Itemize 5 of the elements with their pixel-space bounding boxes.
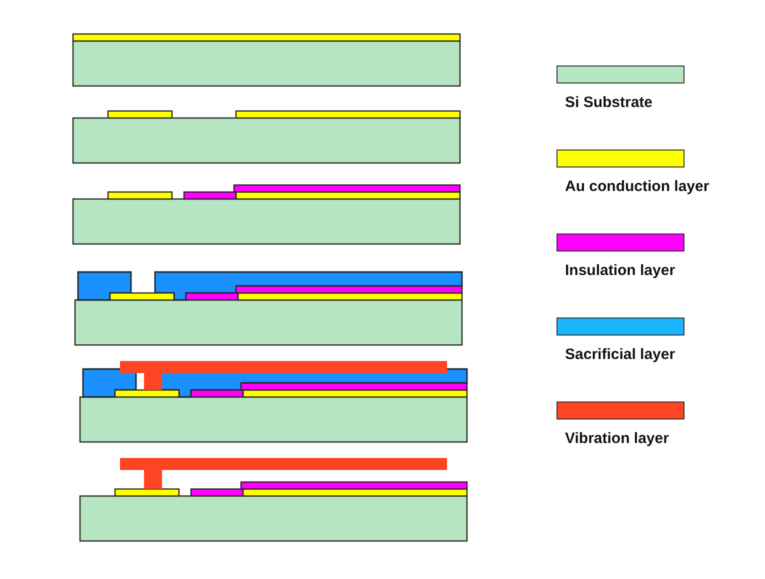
legend-label: Si Substrate <box>565 94 653 111</box>
legend-label: Vibration layer <box>565 430 669 447</box>
legend-label: Au conduction layer <box>565 178 710 195</box>
legend-label: Sacrificial layer <box>565 346 676 363</box>
legend-label: Insulation layer <box>565 262 676 279</box>
